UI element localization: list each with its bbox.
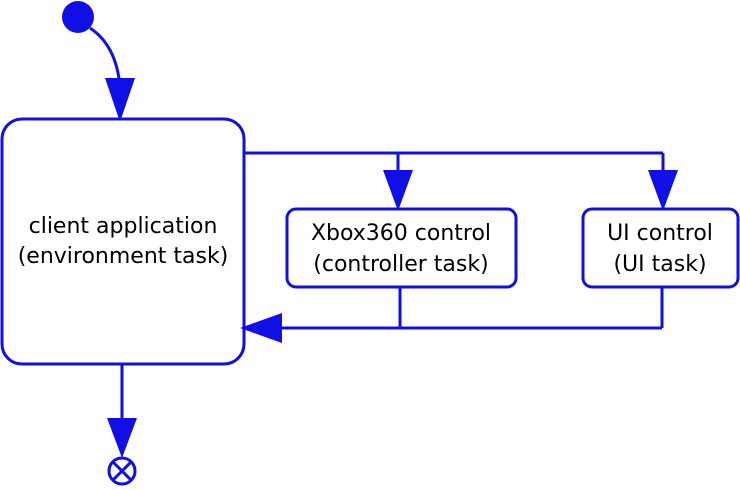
client-application-node: client application (environment task) [0,117,246,366]
flow-final-node [107,456,137,486]
xbox360-control-node: Xbox360 control (controller task) [285,207,518,289]
client-application-label-line2: (environment task) [18,244,229,269]
arrowhead-initial-to-client [105,78,135,122]
client-application-box [0,117,246,366]
arrowhead-join-to-client [240,313,282,343]
initial-node [62,1,94,33]
arrowhead-to-final [107,418,137,458]
arrowhead-to-ui [648,170,678,211]
ui-control-label-line1: UI control [607,221,713,246]
ui-control-node: UI control (UI task) [581,207,740,289]
ui-control-label-line2: (UI task) [613,252,706,277]
client-application-label-line1: client application [29,214,218,239]
xbox360-control-label-line2: (controller task) [313,252,488,277]
xbox360-control-label-line1: Xbox360 control [311,221,491,246]
arrowhead-to-xbox [383,170,413,211]
